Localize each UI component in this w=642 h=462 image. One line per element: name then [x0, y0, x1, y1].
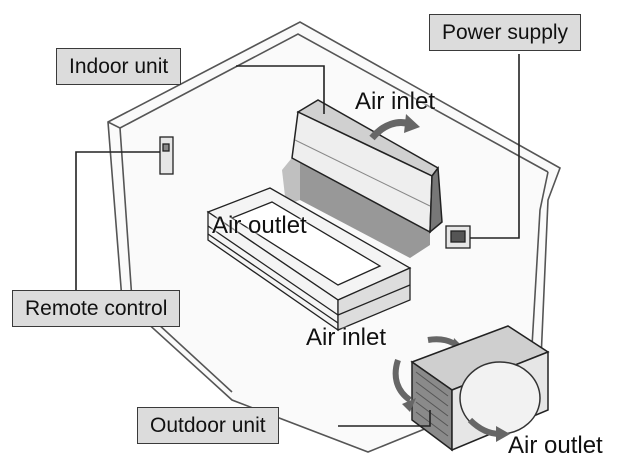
indoor-unit-label: Indoor unit: [56, 48, 182, 85]
sofa-graphic: [206, 187, 412, 332]
leader-lines: [75, 54, 520, 427]
air-inlet-text-top: Air inlet: [355, 88, 436, 115]
air-outlet-text-left: Air outlet: [212, 212, 307, 239]
power-supply-graphic: [445, 225, 471, 249]
indoor-unit-graphic: [291, 99, 443, 234]
outdoor-airflow-arrows: [392, 359, 510, 442]
power-supply-label: Power supply: [429, 14, 582, 51]
remote-control-graphic: [159, 136, 174, 175]
air-inlet-text-mid: Air inlet: [306, 324, 387, 351]
remote-control-label: Remote control: [12, 290, 181, 327]
air-inlet-arrow-top: [369, 114, 420, 141]
air-outlet-text-right: Air outlet: [508, 432, 603, 459]
outdoor-unit-label: Outdoor unit: [137, 407, 279, 444]
